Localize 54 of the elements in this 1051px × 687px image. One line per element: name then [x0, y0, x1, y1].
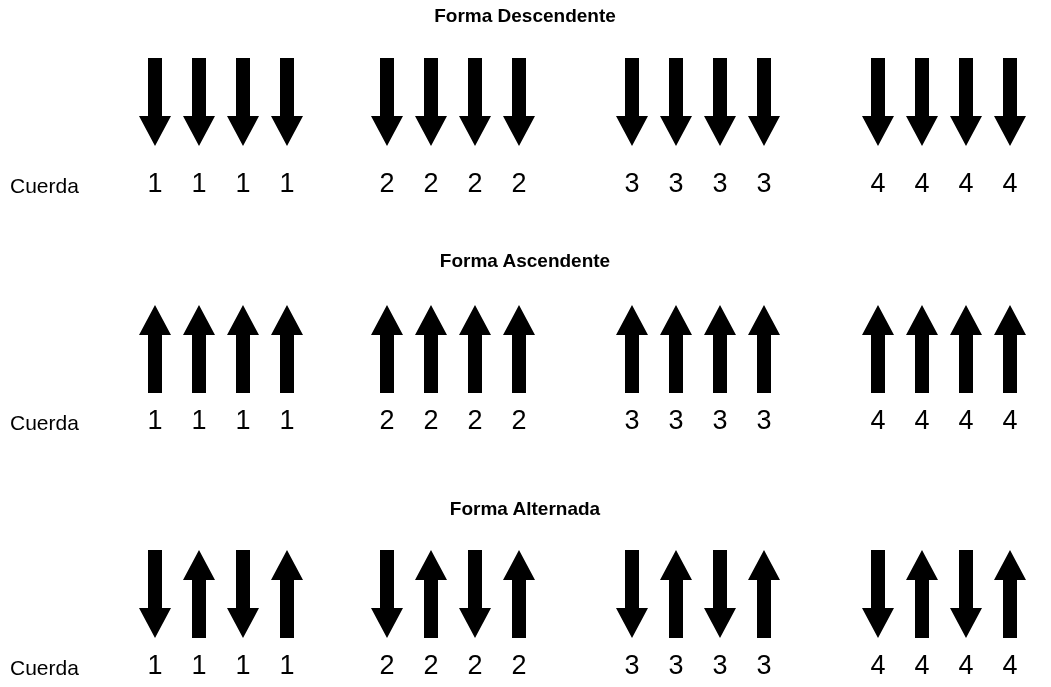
row-label: Cuerda — [10, 174, 79, 198]
section-heading: Forma Ascendente — [439, 250, 611, 272]
string-number: 1 — [191, 650, 207, 681]
string-number: 1 — [191, 405, 207, 436]
string-number: 4 — [958, 650, 974, 681]
string-number: 1 — [191, 168, 207, 199]
string-number: 4 — [914, 405, 930, 436]
string-number: 1 — [147, 650, 163, 681]
string-number: 4 — [958, 168, 974, 199]
string-number: 4 — [870, 405, 886, 436]
string-number: 2 — [379, 405, 395, 436]
string-number: 1 — [235, 405, 251, 436]
string-number: 2 — [511, 650, 527, 681]
string-number: 1 — [279, 405, 295, 436]
string-number: 4 — [1002, 405, 1018, 436]
string-number: 3 — [668, 650, 684, 681]
row-label: Cuerda — [10, 411, 79, 435]
string-number: 2 — [467, 650, 483, 681]
section-heading: Forma Alternada — [449, 498, 601, 520]
string-number: 2 — [423, 168, 439, 199]
section-heading: Forma Descendente — [434, 5, 616, 27]
string-number: 3 — [756, 650, 772, 681]
string-number: 2 — [467, 405, 483, 436]
string-number: 2 — [379, 650, 395, 681]
string-number: 4 — [914, 168, 930, 199]
string-number: 4 — [958, 405, 974, 436]
string-number: 4 — [914, 650, 930, 681]
string-number: 3 — [712, 650, 728, 681]
string-number: 1 — [279, 650, 295, 681]
row-label: Cuerda — [10, 656, 79, 680]
string-number: 1 — [147, 405, 163, 436]
string-number: 3 — [756, 405, 772, 436]
string-number: 2 — [379, 168, 395, 199]
string-number: 2 — [467, 168, 483, 199]
string-number: 2 — [423, 405, 439, 436]
string-number: 4 — [1002, 650, 1018, 681]
string-number: 4 — [870, 168, 886, 199]
string-number: 1 — [147, 168, 163, 199]
string-number: 3 — [624, 168, 640, 199]
string-number: 2 — [511, 405, 527, 436]
string-number: 3 — [668, 168, 684, 199]
string-number: 2 — [511, 168, 527, 199]
string-number: 1 — [235, 168, 251, 199]
string-number: 2 — [423, 650, 439, 681]
string-number: 3 — [624, 650, 640, 681]
string-number: 3 — [712, 168, 728, 199]
string-number: 4 — [1002, 168, 1018, 199]
string-number: 3 — [668, 405, 684, 436]
string-number: 4 — [870, 650, 886, 681]
string-number: 3 — [624, 405, 640, 436]
string-number: 3 — [756, 168, 772, 199]
string-number: 3 — [712, 405, 728, 436]
string-number: 1 — [279, 168, 295, 199]
string-number: 1 — [235, 650, 251, 681]
